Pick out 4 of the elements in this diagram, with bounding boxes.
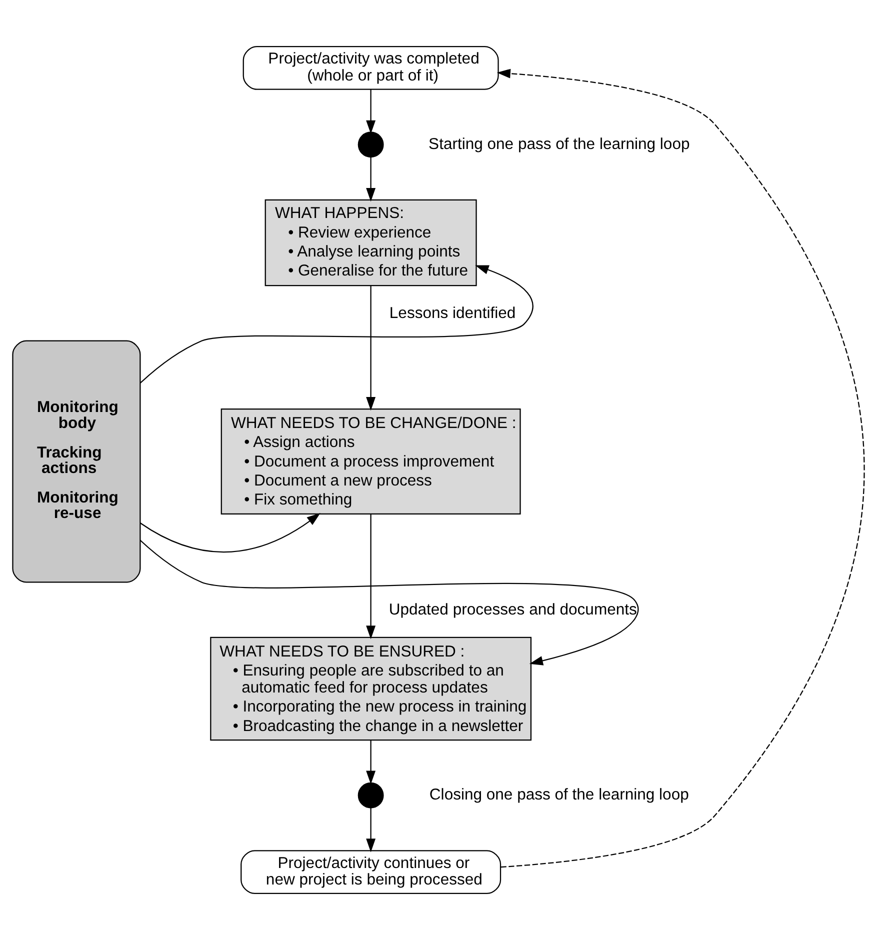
edge-label: Lessons identified [389, 304, 516, 322]
node-label: Closing one pass of the learning loop [429, 786, 689, 804]
node-label: Starting one pass of the learning loop [428, 135, 690, 152]
edge-label: Updated processes and documents [388, 601, 637, 618]
